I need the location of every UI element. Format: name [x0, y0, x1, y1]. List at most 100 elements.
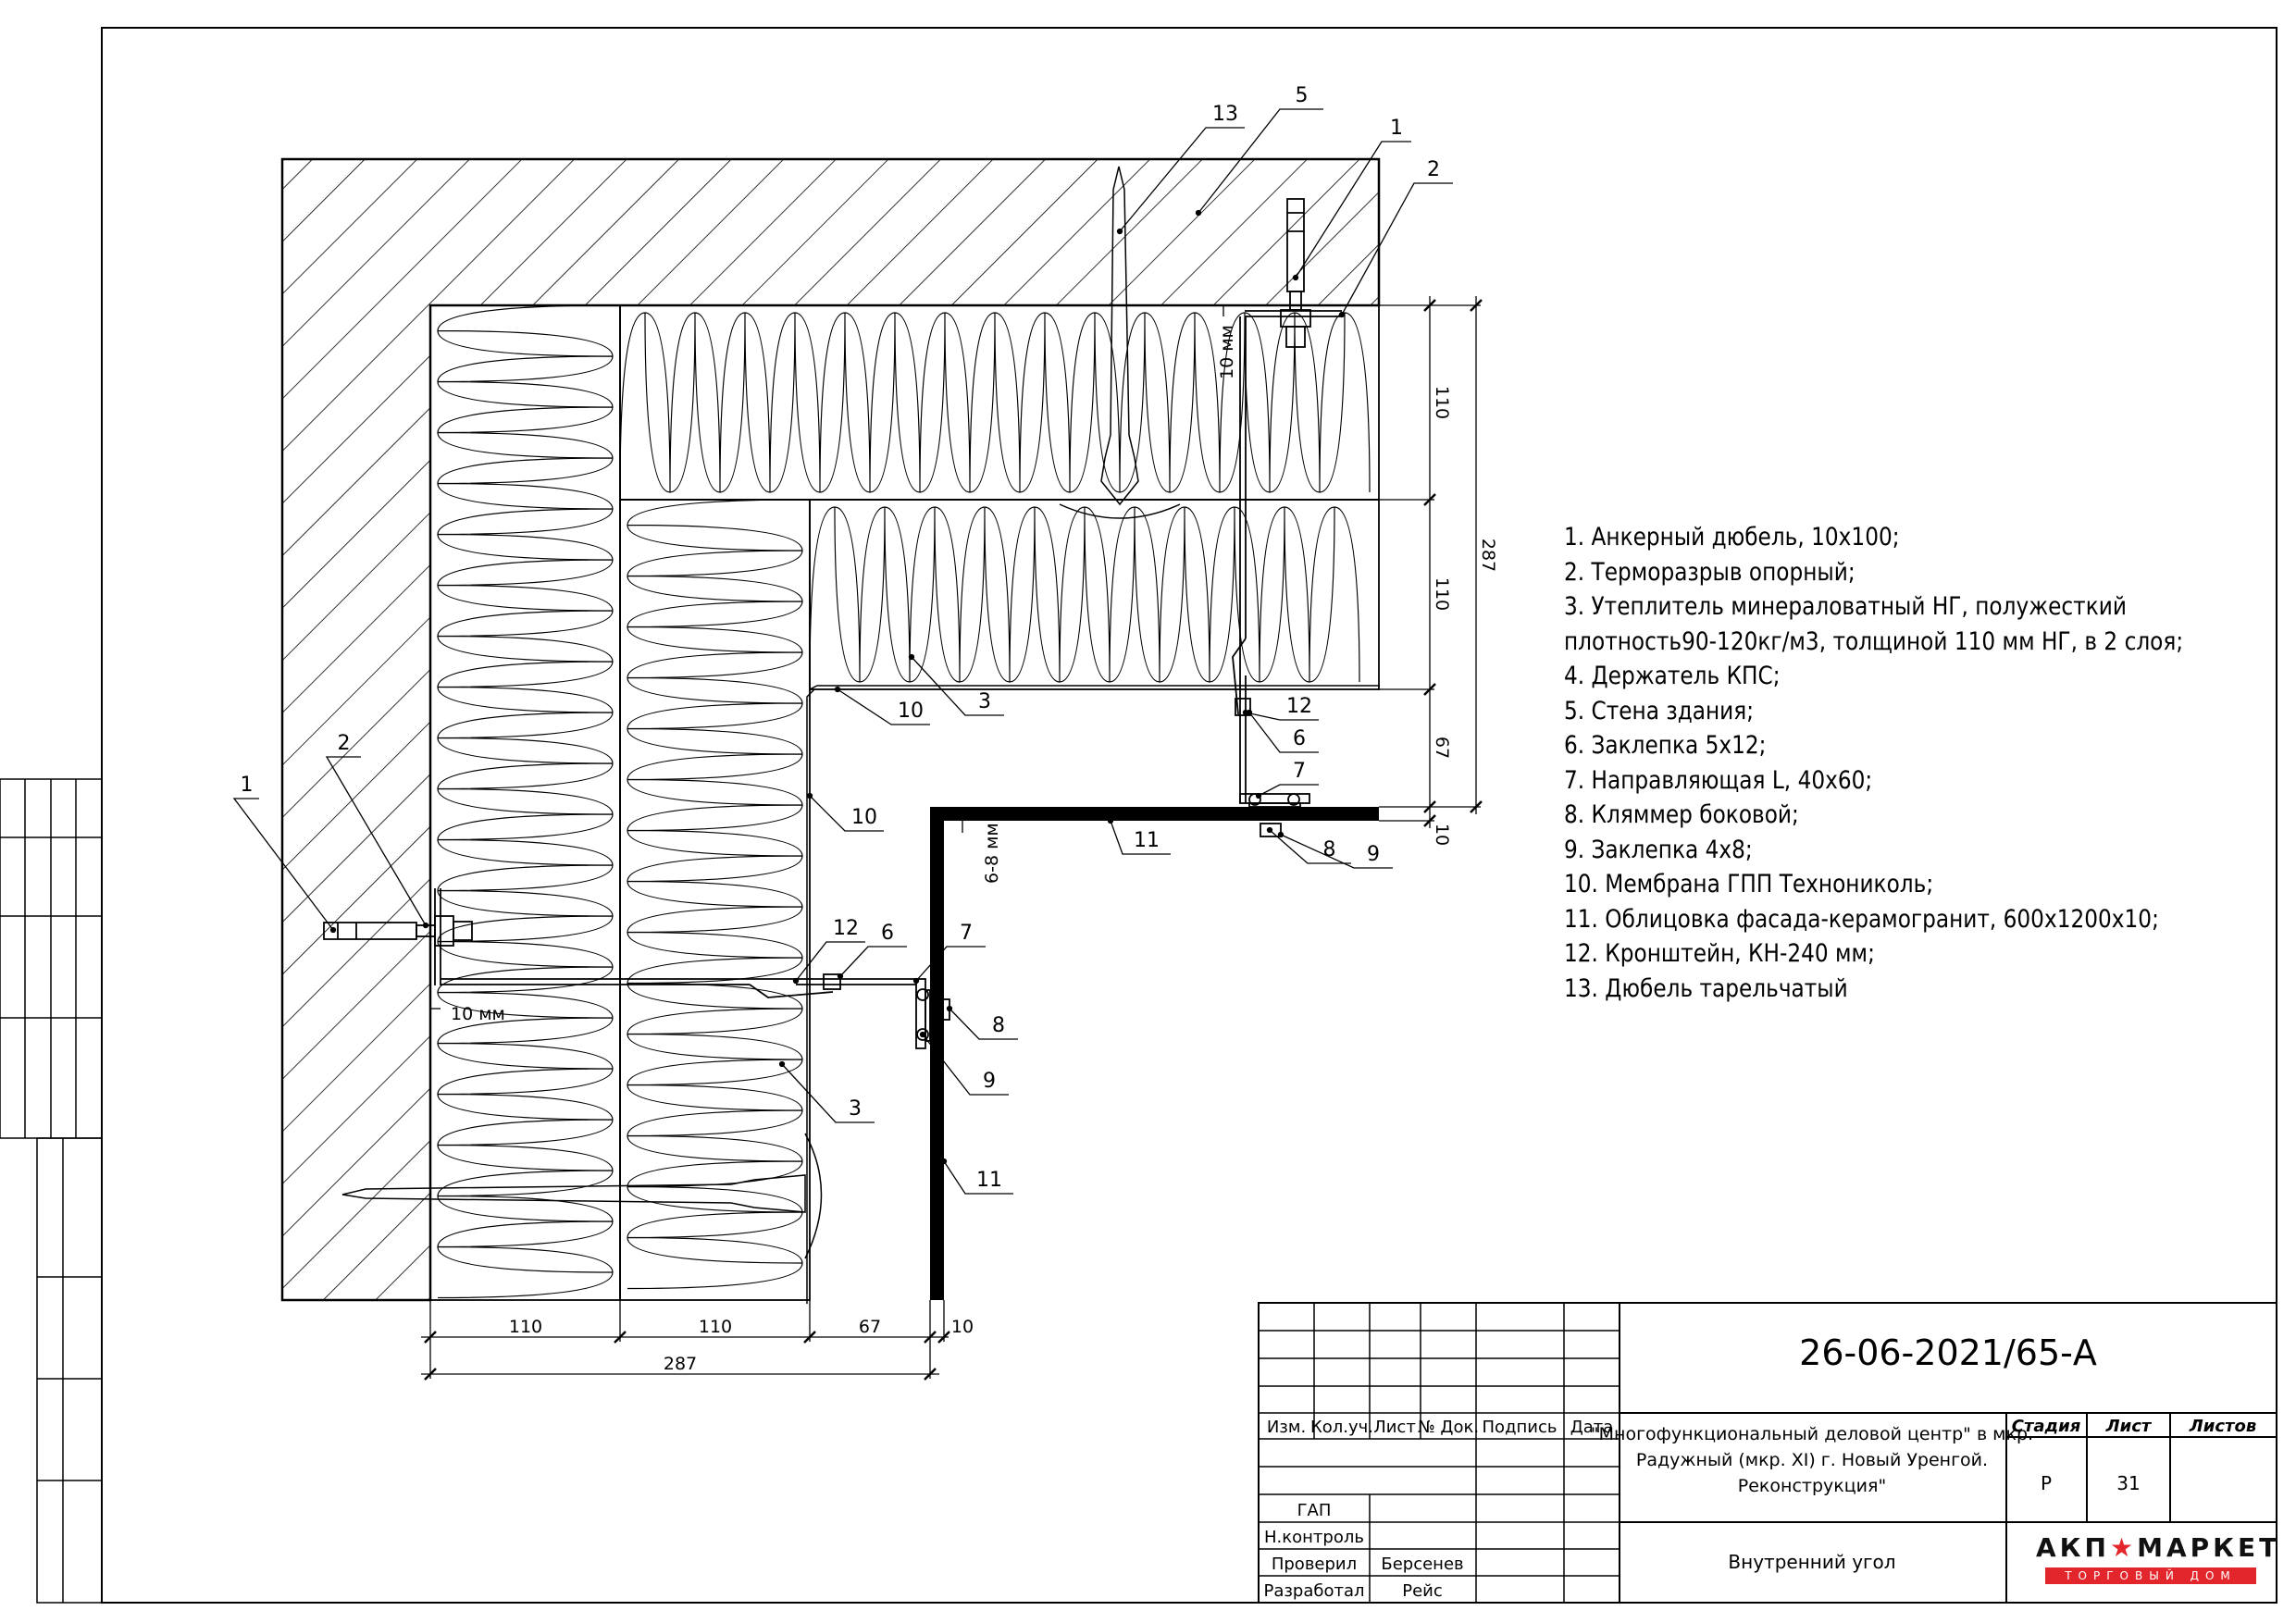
wool-loops	[627, 499, 803, 1290]
callout-number: 10	[851, 806, 877, 829]
leader-dot	[1255, 792, 1262, 799]
callout-number: 10	[898, 700, 924, 723]
callout-number: 3	[978, 690, 991, 713]
leader-line	[809, 795, 884, 832]
leader-line	[1258, 784, 1319, 797]
hdr-koluch: Кол.уч.	[1310, 1418, 1373, 1437]
sheet-title: Внутренний угол	[1728, 1551, 1895, 1573]
doc-number: 26-06-2021/65-А	[1799, 1332, 2097, 1373]
callout-number: 7	[960, 922, 973, 945]
callout-number: 1	[1390, 117, 1403, 140]
leader-line	[1198, 108, 1323, 214]
dimension-texts: 110 110 67 10 287 110 110 67 10 287 10 м…	[451, 325, 1498, 1374]
role-ncontrol: Н.контроль	[1264, 1528, 1364, 1547]
sheet-value: 31	[2116, 1472, 2140, 1494]
project-line-2: Радужный (мкр. XI) г. Новый Уренгой.	[1636, 1450, 1988, 1470]
title-block-texts: 26-06-2021/65-А Изм. Кол.уч. Лист № Док.…	[1263, 1332, 2256, 1601]
hdr-podpis: Подпись	[1483, 1418, 1558, 1437]
wool-loops	[809, 506, 1360, 683]
legend-item: 1. Анкерный дюбель, 10х100;	[1564, 523, 1900, 551]
insulation-wool-pattern	[437, 304, 1371, 1299]
leader-lines	[232, 108, 1453, 1195]
legend: 1. Анкерный дюбель, 10х100; 2. Терморазры…	[1564, 520, 2184, 1006]
callout-number: 11	[976, 1169, 1002, 1192]
leader-line	[1341, 182, 1453, 316]
callout-number: 6	[881, 922, 894, 945]
dimension-ticks	[424, 299, 1483, 1381]
legend-item: 5. Стена здания;	[1564, 696, 1755, 725]
leader-line	[232, 798, 334, 931]
leader-dot	[946, 1005, 953, 1012]
sheet-header: Лист	[2105, 1417, 2153, 1436]
binding-strip	[0, 778, 103, 1604]
leader-line	[943, 1160, 1013, 1195]
company-logo: АКП★МАРКЕТ ТОРГОВЫЙ ДОМ	[2036, 1532, 2281, 1590]
callout-number: 8	[1323, 838, 1336, 861]
leader-line	[795, 941, 865, 982]
callout-number: 5	[1296, 84, 1309, 107]
leader-dot	[912, 977, 920, 985]
leader-dot	[834, 686, 841, 693]
legend-item: плотность90-120кг/м3, толщиной 110 мм НГ…	[1564, 626, 2184, 656]
legend-item: 2. Терморазрыв опорный;	[1564, 557, 1855, 587]
callout-number: 2	[338, 732, 351, 755]
callout-number: 9	[1367, 843, 1380, 866]
leader-line	[911, 656, 1004, 716]
leader-line	[1269, 829, 1351, 864]
leader-dot	[329, 926, 337, 934]
role-developed: Разработал	[1263, 1581, 1364, 1601]
callout-number: 9	[983, 1070, 996, 1093]
callout-number: 3	[849, 1097, 862, 1121]
leader-line	[922, 1034, 1009, 1096]
callout-number: 2	[1427, 158, 1440, 181]
callout-number: 13	[1212, 103, 1238, 126]
leader-line	[837, 688, 930, 725]
leader-dot	[806, 792, 813, 799]
legend-item: 4. Держатель КПС;	[1564, 662, 1781, 690]
stage-header: Стадия	[2012, 1417, 2081, 1436]
dim-right-4: 10	[1432, 824, 1452, 846]
legend-item: 7. Направляющая L, 40х60;	[1564, 765, 1873, 795]
leader-line	[1248, 712, 1319, 753]
dimension-lines	[421, 296, 1481, 1379]
callout-number: 8	[992, 1014, 1005, 1037]
dim-bottom-1: 110	[509, 1317, 542, 1337]
leader-line	[781, 1063, 875, 1123]
leader-dot	[1277, 831, 1285, 838]
leader-line	[1245, 712, 1319, 721]
hdr-list: Лист	[1373, 1418, 1416, 1437]
callout-number: 7	[1293, 760, 1306, 783]
project-line-3: Реконструкция"	[1738, 1476, 1886, 1496]
leader-dot	[422, 922, 429, 929]
gap-clad-label: 6-8 мм	[982, 823, 1002, 884]
project-line-1: "Многофункциональный деловой центр" в мк…	[1591, 1424, 2033, 1444]
stage-value: Р	[2041, 1472, 2052, 1494]
name-developed: Рейс	[1402, 1581, 1443, 1601]
leader-dot	[837, 973, 844, 980]
legend-item: 12. Кронштейн, КН-240 мм;	[1564, 939, 1875, 968]
leader-dot	[919, 1031, 926, 1038]
sheets-header: Листов	[2189, 1417, 2256, 1436]
leader-line	[839, 946, 907, 977]
logo-main-text: АКП★МАРКЕТ	[2036, 1532, 2281, 1563]
callout-number: 12	[833, 917, 859, 940]
leader-dot	[1338, 311, 1346, 318]
gap-top-label: 10 мм	[1217, 325, 1237, 379]
legend-item: 10. Мембрана ГПП Технониколь;	[1564, 870, 1934, 898]
role-gap: ГАП	[1297, 1501, 1332, 1520]
membrane-line	[806, 685, 1380, 1304]
legend-item: 6. Заклепка 5х12;	[1564, 731, 1767, 760]
title-block	[1258, 1302, 2277, 1604]
leader-line	[325, 756, 427, 926]
legend-item: 13. Дюбель тарельчатый	[1564, 973, 1848, 1003]
legend-item: 8. Кляммер боковой;	[1564, 800, 1799, 829]
dim-right-1: 110	[1432, 386, 1452, 419]
leader-line	[949, 1008, 1018, 1040]
logo-subtitle: ТОРГОВЫЙ ДОМ	[2045, 1567, 2256, 1584]
leader-dot	[778, 1060, 786, 1068]
callout-number: 1	[241, 774, 254, 797]
leader-dot	[1116, 228, 1123, 235]
leader-line	[1295, 141, 1411, 279]
legend-item: 9. Заклепка 4х8;	[1564, 835, 1753, 864]
